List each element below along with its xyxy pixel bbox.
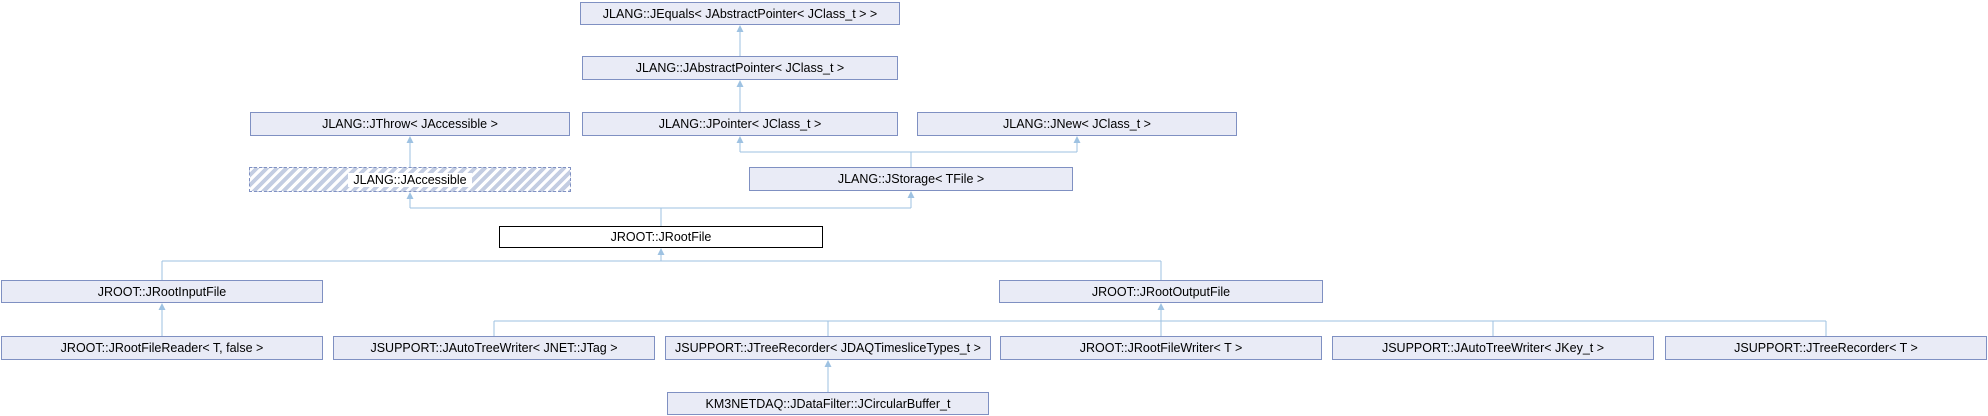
class-node-jcircularbuffer[interactable]: KM3NETDAQ::JDataFilter::JCircularBuffer_… <box>667 392 989 415</box>
class-node-jrootoutputfile[interactable]: JROOT::JRootOutputFile <box>999 280 1323 303</box>
class-node-jrootfilewriter[interactable]: JROOT::JRootFileWriter< T > <box>1000 336 1322 360</box>
class-node-jautotreewriter-jtag[interactable]: JSUPPORT::JAutoTreeWriter< JNET::JTag > <box>333 336 655 360</box>
edge-jcircularbuffer-to-jtreerecorder <box>824 360 832 392</box>
edge-jabstractpointer-to-jequals <box>736 25 744 56</box>
class-node-jrootfile-current: JROOT::JRootFile <box>499 226 823 248</box>
class-node-jrootfilereader[interactable]: JROOT::JRootFileReader< T, false > <box>1 336 323 360</box>
edge-jrootfilereader-to-jrootinputfile <box>158 303 166 336</box>
class-node-jthrow[interactable]: JLANG::JThrow< JAccessible > <box>250 112 570 136</box>
class-node-jequals[interactable]: JLANG::JEquals< JAbstractPointer< JClass… <box>580 2 900 25</box>
edge-jstorage-to-jpointer-and-jnew <box>736 136 1081 167</box>
edge-jrootfile-to-jaccessible-and-jstorage <box>406 191 915 226</box>
class-node-jautotreewriter-jkey[interactable]: JSUPPORT::JAutoTreeWriter< JKey_t > <box>1332 336 1654 360</box>
class-node-jtreerecorder-jdaq[interactable]: JSUPPORT::JTreeRecorder< JDAQTimesliceTy… <box>665 336 991 360</box>
edge-jpointer-to-jabstractpointer <box>736 80 744 112</box>
class-node-jaccessible-label: JLANG::JAccessible <box>348 172 472 187</box>
class-node-jrootinputfile[interactable]: JROOT::JRootInputFile <box>1 280 323 303</box>
edge-io-files-to-jrootfile <box>161 248 1162 280</box>
edge-writers-to-jrootoutputfile <box>493 303 1827 336</box>
class-node-jtreerecorder-t[interactable]: JSUPPORT::JTreeRecorder< T > <box>1665 336 1987 360</box>
class-node-jaccessible: JLANG::JAccessible <box>249 167 571 192</box>
edge-jaccessible-to-jthrow <box>406 136 414 167</box>
class-node-jpointer[interactable]: JLANG::JPointer< JClass_t > <box>582 112 898 136</box>
class-node-jabstractpointer[interactable]: JLANG::JAbstractPointer< JClass_t > <box>582 56 898 80</box>
class-node-jnew[interactable]: JLANG::JNew< JClass_t > <box>917 112 1237 136</box>
class-node-jstorage[interactable]: JLANG::JStorage< TFile > <box>749 167 1073 191</box>
